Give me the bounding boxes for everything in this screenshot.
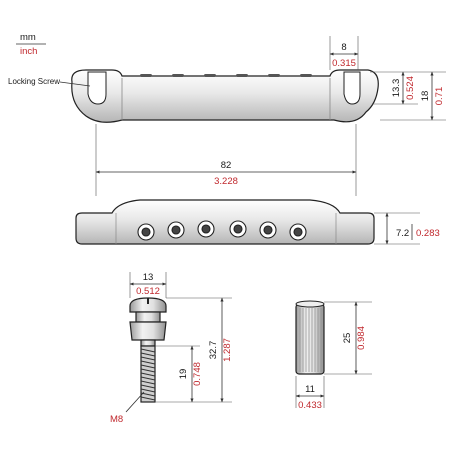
svg-text:0.315: 0.315 [332, 58, 356, 69]
dim-screw-head-width: 13 0.512 [129, 272, 167, 298]
svg-text:18: 18 [420, 91, 431, 102]
stud-sleeve-icon [295, 300, 325, 375]
locking-screw-leader [59, 81, 91, 87]
stud-screw-icon [129, 297, 167, 403]
thread-leader [125, 391, 145, 413]
unit-legend: mm inch [16, 32, 46, 57]
svg-text:0.433: 0.433 [298, 400, 322, 411]
tailpiece-top-icon [71, 69, 379, 123]
thread-label: M8 [110, 414, 123, 425]
dim-screw-total-length: 32.7 1.287 [166, 297, 233, 403]
dim-stud-height: 25 0.984 [324, 301, 372, 375]
svg-text:8: 8 [341, 42, 346, 53]
svg-text:0.512: 0.512 [136, 286, 160, 297]
svg-text:82: 82 [221, 160, 232, 171]
dim-stud-width: 11 0.433 [295, 376, 325, 411]
svg-text:0.984: 0.984 [356, 326, 367, 350]
svg-text:1.287: 1.287 [222, 338, 233, 362]
dim-screw-thread-length: 19 0.748 [155, 345, 232, 403]
dim-saddle-width: 8 0.315 [329, 36, 359, 70]
svg-text:32.7: 32.7 [208, 341, 219, 360]
svg-text:13: 13 [143, 272, 154, 283]
svg-text:0.524: 0.524 [405, 76, 416, 100]
dim-saddle-height: 13.3 0.524 [370, 71, 418, 105]
svg-text:0.71: 0.71 [434, 87, 445, 106]
svg-text:7.2: 7.2 [396, 228, 409, 239]
svg-text:0.748: 0.748 [192, 362, 203, 386]
unit-mm: mm [20, 32, 36, 43]
svg-text:13.3: 13.3 [391, 79, 402, 98]
svg-text:25: 25 [342, 333, 353, 344]
dim-overall-height: 18 0.71 [380, 71, 446, 121]
tailpiece-side-icon [75, 199, 375, 245]
svg-text:3.228: 3.228 [214, 176, 238, 187]
svg-text:0.283: 0.283 [416, 228, 440, 239]
svg-text:11: 11 [305, 384, 315, 395]
locking-screw-label: Locking Screw [8, 77, 60, 86]
unit-inch: inch [20, 46, 37, 57]
dim-profile-height: 7.2 0.283 [374, 212, 440, 245]
svg-text:19: 19 [178, 369, 189, 380]
dim-overall-length: 82 3.228 [95, 124, 357, 196]
